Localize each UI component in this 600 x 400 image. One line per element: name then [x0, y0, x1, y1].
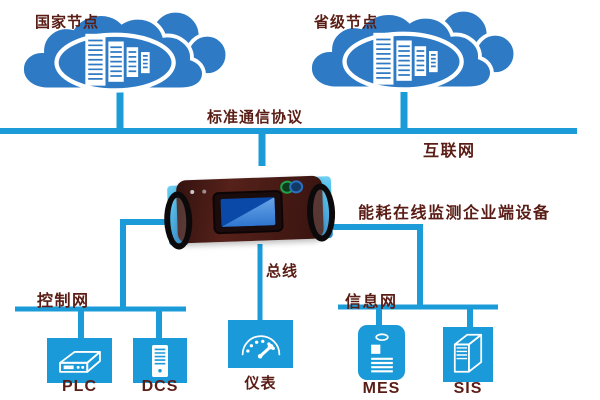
plc-label: PLC	[62, 378, 97, 395]
mes-node	[358, 325, 405, 380]
protocol-label: 标准通信协议	[207, 109, 304, 126]
internet-label: 互联网	[423, 143, 476, 160]
server-tower-icon	[152, 344, 168, 377]
datacenter-buildings-icon	[373, 32, 438, 85]
plc-chassis-icon	[58, 350, 101, 373]
datacenter-buildings-icon	[85, 33, 150, 86]
national-node-label: 国家节点	[35, 14, 100, 31]
provincial-node-label: 省级节点	[314, 14, 379, 31]
national-cloud	[20, 8, 230, 93]
control-net-label: 控制网	[37, 293, 90, 310]
server-3d-icon	[453, 333, 483, 373]
energy-gateway-device	[163, 175, 337, 250]
device-body	[175, 175, 324, 244]
info-net-elbow-line	[333, 224, 423, 307]
gateway-label: 能耗在线监测企业端设备	[358, 205, 551, 222]
meter-label: 仪表	[244, 375, 277, 392]
dcs-node	[133, 338, 187, 383]
dual-ring-logo-icon	[279, 180, 306, 194]
mes-label: MES	[362, 380, 401, 397]
info-net-label: 信息网	[345, 294, 398, 311]
device-led-icon	[190, 189, 212, 195]
lcd-screen	[212, 189, 284, 235]
sis-label: SIS	[453, 380, 483, 397]
gauge-icon	[241, 335, 280, 359]
sis-node	[443, 327, 493, 382]
plc-node	[47, 338, 112, 383]
lcd-screen-content	[220, 197, 276, 228]
bus-label: 总线	[266, 263, 299, 280]
id-card-icon	[370, 332, 393, 372]
provincial-cloud	[308, 7, 518, 92]
control-net-elbow-line	[120, 219, 166, 309]
meter-node	[228, 320, 293, 368]
dcs-label: DCS	[141, 378, 179, 395]
